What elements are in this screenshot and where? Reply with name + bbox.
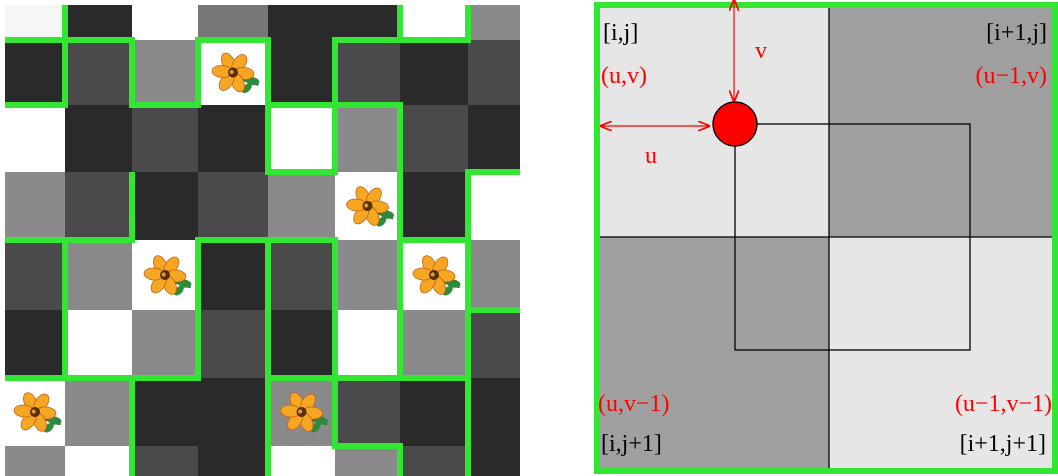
label-i1j1: [i+1,j+1] [960, 431, 1046, 457]
interpolation-diagram: [i,j] [i+1,j] (u,v) (u−1,v) v u (u,v−1) … [597, 0, 1055, 471]
mosaic-tile [400, 172, 468, 240]
mosaic-tile [268, 40, 335, 105]
mosaic-tile [468, 240, 520, 310]
mosaic-tile [198, 310, 268, 378]
mosaic-tile [335, 240, 400, 310]
mosaic-tile [5, 446, 65, 476]
mosaic-tile [335, 105, 400, 172]
mosaic-tile [468, 105, 520, 172]
mosaic-tile [65, 446, 132, 476]
mosaic-tile [468, 5, 520, 40]
mosaic-tile [65, 105, 132, 172]
mosaic-tile [335, 310, 400, 378]
sample-window-tr [829, 124, 970, 237]
mosaic-tile [65, 40, 132, 105]
mosaic-tile [268, 446, 335, 476]
mosaic-tile [468, 378, 520, 446]
mosaic-tile [468, 172, 520, 240]
mosaic-tile [400, 378, 468, 446]
mosaic-tile [268, 172, 335, 240]
mosaic-tile [268, 105, 335, 172]
mosaic-tile [400, 105, 468, 172]
mosaic-tile [468, 310, 520, 378]
label-ij: [i,j] [603, 20, 638, 46]
mosaic-tile [335, 378, 400, 446]
label-u1v: (u−1,v) [975, 63, 1047, 89]
mosaic-tile [468, 446, 520, 476]
mosaic-tile [468, 40, 520, 105]
label-ij1: [i,j+1] [601, 431, 662, 457]
mosaic-tile [400, 310, 468, 378]
mosaic-tile [5, 40, 65, 105]
label-uv: (u,v) [601, 63, 647, 89]
mosaic-tile [198, 240, 268, 310]
mosaic-tile [400, 40, 468, 105]
mosaic-tile [5, 240, 65, 310]
mosaic-tile [268, 310, 335, 378]
mosaic-tile [198, 172, 268, 240]
mosaic-tile [5, 105, 65, 172]
mosaic-tile [198, 5, 268, 40]
mosaic-tile [132, 310, 198, 378]
mosaic-tile [400, 446, 468, 476]
mosaic-tile [198, 105, 268, 172]
mosaic-tile [65, 172, 132, 240]
mosaic-tile [132, 172, 198, 240]
mosaic-tile [5, 172, 65, 240]
mosaic-tile [5, 5, 65, 40]
label-u: u [645, 143, 657, 169]
mosaic-tile [335, 5, 400, 40]
label-v: v [755, 38, 767, 64]
label-uv1: (u,v−1) [598, 391, 670, 417]
mosaic-tile [198, 378, 268, 446]
mosaic-tile [65, 378, 132, 446]
label-u1v1: (u−1,v−1) [955, 391, 1052, 417]
texture-mosaic [5, 5, 520, 476]
sample-window-bl [735, 237, 829, 350]
mosaic-tile [132, 378, 198, 446]
mosaic-tile [198, 446, 268, 476]
mosaic-tile [132, 40, 198, 105]
label-i1j: [i+1,j] [986, 20, 1047, 46]
sample-point [713, 102, 757, 146]
mosaic-tile [132, 5, 198, 40]
mosaic-tile [400, 5, 468, 40]
mosaic-tile [65, 5, 132, 40]
mosaic-tile [132, 446, 198, 476]
mosaic-tile [268, 5, 335, 40]
mosaic-tile [335, 446, 400, 476]
sample-window-br [829, 237, 970, 350]
mosaic-tile [268, 240, 335, 310]
mosaic-tile [65, 310, 132, 378]
mosaic-tile [132, 105, 198, 172]
mosaic-tile [65, 240, 132, 310]
mosaic-tile [335, 40, 400, 105]
mosaic-tile [5, 310, 65, 378]
